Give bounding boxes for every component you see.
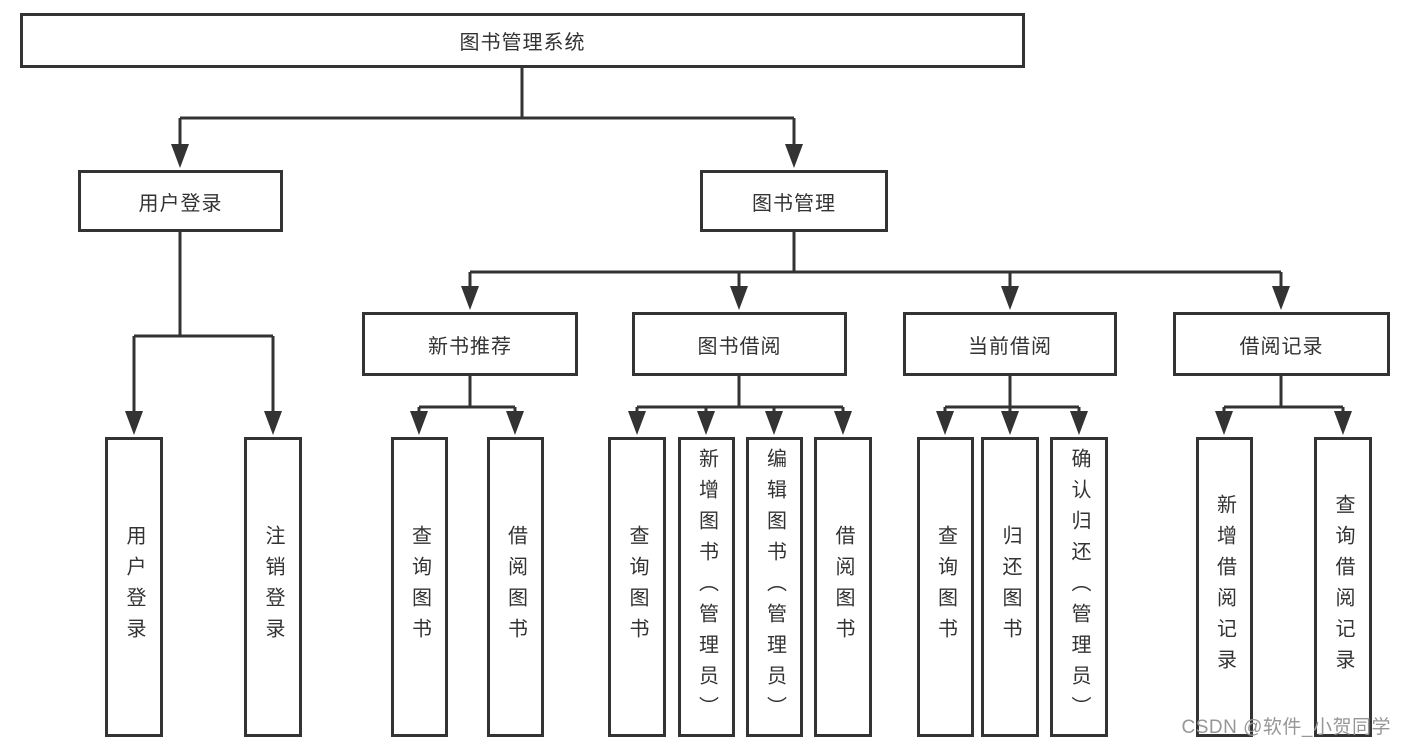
csdn-watermark: CSDN @软件_小贺同学 <box>1181 717 1391 738</box>
node-label: 用户登录 <box>123 525 145 649</box>
leaf-add-borrow-record: 新增借阅记录 <box>1196 437 1253 737</box>
leaf-borrow-books-borrowing: 借阅图书 <box>814 437 872 737</box>
node-label: 借阅图书 <box>832 525 854 649</box>
leaf-query-books-recommend: 查询图书 <box>391 437 448 737</box>
node-label: 查询图书 <box>408 525 431 649</box>
leaf-add-book-admin: 新增图书（管理员） <box>678 437 735 737</box>
node-label: 借阅图书 <box>504 525 527 649</box>
node-label: 新增借阅记录 <box>1213 494 1236 680</box>
node-label: 查询借阅记录 <box>1332 494 1354 680</box>
node-new-book-recommendation: 新书推荐 <box>362 312 578 376</box>
node-label: 编辑图书（管理员） <box>763 447 786 727</box>
node-label: 用户登录 <box>138 192 223 215</box>
leaf-query-books-borrowing: 查询图书 <box>608 437 666 737</box>
node-label: 查询图书 <box>934 525 957 649</box>
arrowheads <box>125 144 1352 435</box>
leaf-user-login: 用户登录 <box>105 437 163 737</box>
node-label: 归还图书 <box>999 525 1021 649</box>
node-borrowing-records: 借阅记录 <box>1173 312 1390 376</box>
leaf-query-books-current: 查询图书 <box>917 437 974 737</box>
node-label: 图书借阅 <box>697 335 782 358</box>
leaf-logout: 注销登录 <box>244 437 302 737</box>
leaf-confirm-return-admin: 确认归还（管理员） <box>1050 437 1108 737</box>
node-book-borrowing: 图书借阅 <box>632 312 847 376</box>
node-label: 图书管理 <box>752 192 836 215</box>
node-current-borrowing: 当前借阅 <box>903 312 1117 376</box>
node-label: 当前借阅 <box>968 335 1052 358</box>
node-label: 查询图书 <box>626 525 648 649</box>
node-label: 注销登录 <box>262 525 284 649</box>
leaf-return-books: 归还图书 <box>981 437 1039 737</box>
node-label: 新书推荐 <box>428 335 512 358</box>
leaf-borrow-books-recommend: 借阅图书 <box>487 437 544 737</box>
node-label: 图书管理系统 <box>459 32 586 54</box>
node-user-login: 用户登录 <box>78 170 283 232</box>
node-label: 借阅记录 <box>1239 335 1324 358</box>
node-label: 确认归还（管理员） <box>1068 447 1090 727</box>
leaf-edit-book-admin: 编辑图书（管理员） <box>746 437 803 737</box>
leaf-query-borrow-record: 查询借阅记录 <box>1314 437 1372 737</box>
node-label: 新增图书（管理员） <box>695 447 718 727</box>
node-library-management-system: 图书管理系统 <box>20 13 1025 68</box>
node-book-management: 图书管理 <box>700 170 888 232</box>
